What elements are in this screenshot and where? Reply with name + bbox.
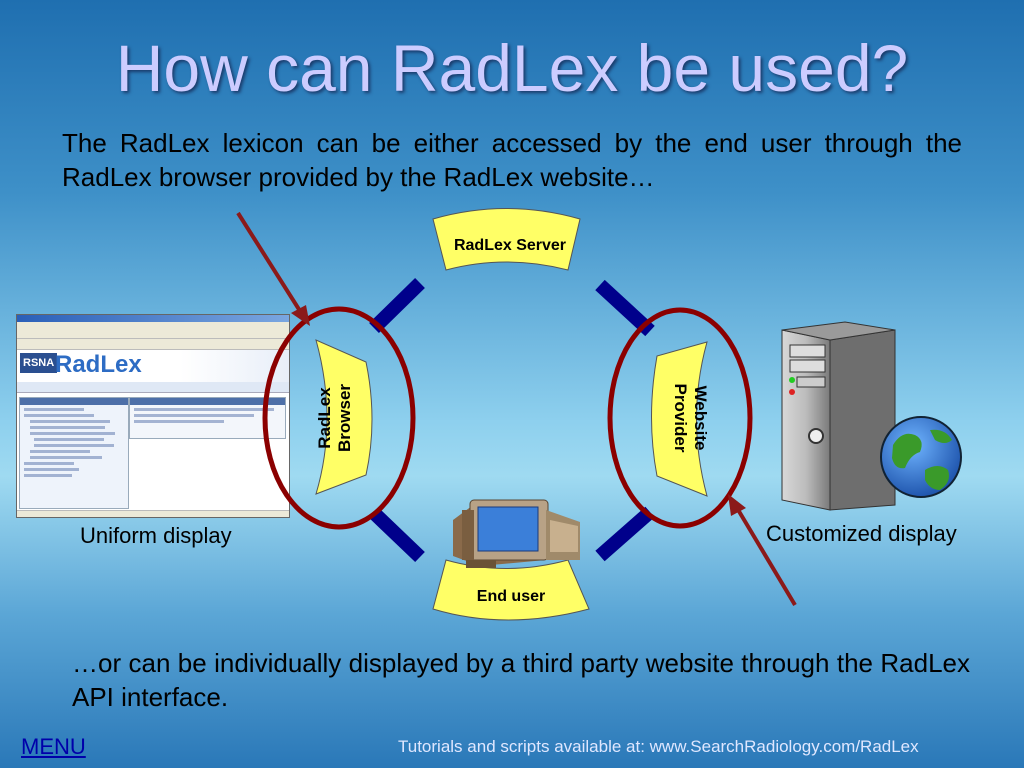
radlex-server-label: RadLex Server <box>454 237 566 254</box>
menu-link[interactable]: MENU <box>21 734 86 759</box>
connector-server-provider <box>595 279 655 337</box>
radlex-server-box: RadLex Server <box>432 208 581 271</box>
provider-highlight-ellipse <box>607 307 753 529</box>
arrow-to-provider <box>728 494 797 607</box>
rsna-logo: RSNA <box>20 353 58 373</box>
end-user-label: End user <box>477 588 545 605</box>
website-provider-label-line2: Provider <box>671 384 690 453</box>
server-tower-icon <box>781 321 896 511</box>
website-provider-label-line1: Website <box>691 386 710 451</box>
browser-screenshot: RSNA RadLex <box>16 314 290 518</box>
radlex-browser-label-line2: Browser <box>335 384 354 452</box>
browser-highlight-ellipse <box>262 306 416 530</box>
connector-browser-enduser <box>369 507 425 563</box>
end-user-box: End user <box>432 559 590 621</box>
connector-provider-enduser <box>595 506 655 562</box>
globe-icon <box>880 416 962 498</box>
customized-display-label: Customized display <box>766 521 957 546</box>
connector-lines <box>369 277 655 563</box>
connector-server-browser <box>369 277 425 334</box>
outro-text: …or can be individually displayed by a t… <box>72 648 970 712</box>
desktop-computer-icon <box>453 499 580 568</box>
intro-text: The RadLex lexicon can be either accesse… <box>62 128 962 192</box>
slide-title: How can RadLex be used? <box>115 31 909 105</box>
website-provider-box: Website Provider <box>651 341 710 497</box>
uniform-display-label: Uniform display <box>80 523 232 548</box>
radlex-logo: RadLex <box>55 351 142 378</box>
radlex-browser-box: RadLex Browser <box>315 339 373 495</box>
radlex-browser-label-line1: RadLex <box>315 387 334 449</box>
footer-text: Tutorials and scripts available at: www.… <box>398 737 919 756</box>
arrow-to-browser <box>236 211 310 326</box>
